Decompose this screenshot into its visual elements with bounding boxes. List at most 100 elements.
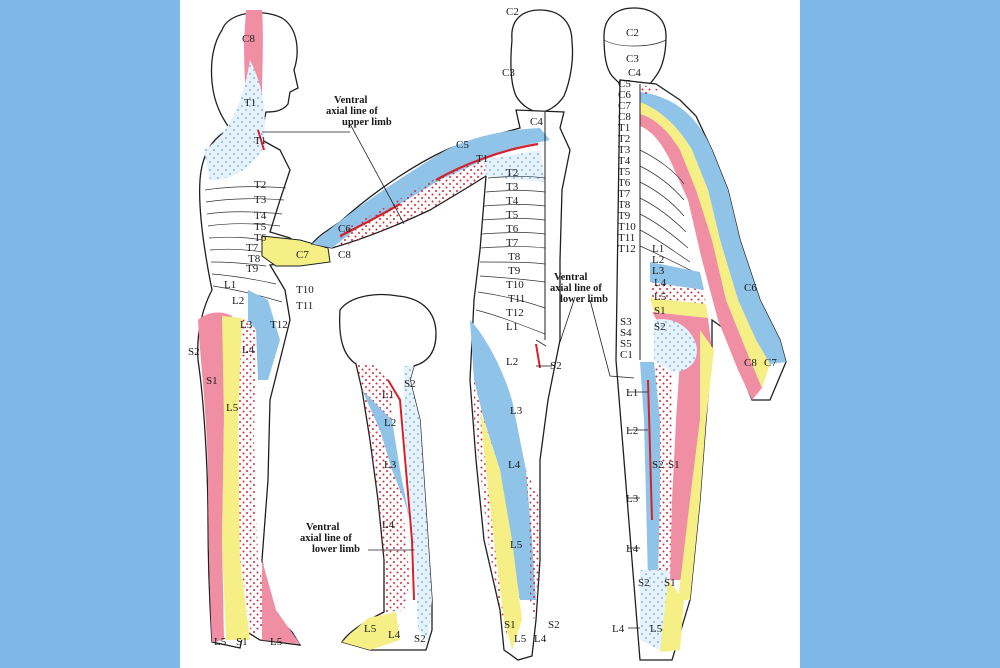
back-label-l5: L5	[650, 623, 663, 635]
side-label-t11: T11	[296, 300, 313, 312]
front-label-t3: T3	[506, 181, 519, 193]
caption-lower-center-line-1: Ventral	[554, 272, 588, 283]
side-label-s1: S1	[236, 636, 248, 648]
back-label-t11: T11	[618, 232, 635, 244]
side-label-t4: T4	[254, 210, 267, 222]
back-label-l1: L1	[652, 243, 664, 255]
caption-lower-leg-line-2: axial line of	[300, 533, 352, 544]
leg-label-s2: S2	[404, 378, 416, 390]
side-label-t10: T10	[296, 284, 314, 296]
front-label-l4: L4	[534, 633, 547, 645]
back-label-s4: S4	[620, 327, 632, 339]
caption-upper-limb: Ventral axial line of upper limb	[326, 95, 392, 128]
front-label-t2: T2	[506, 167, 518, 179]
back-view-figure	[603, 7, 787, 661]
front-label-s2: S2	[548, 619, 560, 631]
side-label-t1: T1	[254, 135, 266, 147]
side-label-l2: L2	[232, 295, 244, 307]
back-label-t3: T3	[618, 144, 631, 156]
back-label-c4: C4	[628, 67, 641, 79]
back-label-t12: T12	[618, 243, 636, 255]
back-label-l4: L4	[654, 277, 667, 289]
side-label-l1: L1	[224, 279, 236, 291]
side-label-t7: T7	[246, 242, 259, 254]
side-label-t5: T5	[254, 221, 267, 233]
back-label-s1: S1	[668, 459, 680, 471]
side-label-t9: T9	[246, 263, 259, 275]
side-label-c6: C6	[338, 223, 351, 235]
front-label-t12: T12	[506, 307, 524, 319]
front-label-t8: T8	[508, 251, 521, 263]
back-label-l3: L3	[652, 265, 665, 277]
back-label-t4: T4	[618, 155, 631, 167]
back-label-l3: L3	[626, 493, 639, 505]
front-label-t11: T11	[508, 293, 525, 305]
caption-lower-limb-center: Ventral axial line of lower limb	[550, 272, 608, 305]
back-label-t1: T1	[618, 122, 630, 134]
front-label-l5: L5	[514, 633, 527, 645]
side-view-figure	[197, 10, 331, 649]
front-label-l1: L1	[506, 321, 518, 333]
back-label-c7: C7	[764, 357, 777, 369]
side-label-t2: T2	[254, 179, 266, 191]
back-label-l2: L2	[652, 254, 664, 266]
side-label-c7: C7	[296, 249, 309, 261]
caption-lower-limb-leg: Ventral axial line of lower limb	[300, 522, 360, 555]
back-label-t7: T7	[618, 188, 631, 200]
leg-label-l3: L3	[384, 459, 397, 471]
back-label-t8: T8	[618, 199, 631, 211]
back-label-c6: C6	[744, 282, 757, 294]
back-label-s2: S2	[652, 459, 664, 471]
front-label-s2: S2	[550, 360, 562, 372]
side-label-c8: C8	[338, 249, 351, 261]
back-label-t6: T6	[618, 177, 631, 189]
front-label-l5: L5	[510, 539, 523, 551]
side-label-t6: T6	[254, 232, 267, 244]
side-label-l3: L3	[240, 319, 253, 331]
front-label-c3: C3	[502, 67, 515, 79]
back-labels: C2C3C4C5C6C7C8T1T2T3T4T5T6T7T8T9T10T11T1…	[612, 27, 777, 635]
front-label-s1: S1	[504, 619, 516, 631]
caption-upper-limb-line-1: Ventral	[334, 95, 368, 106]
caption-lower-leg-line-3: lower limb	[312, 544, 360, 555]
front-view-figure	[310, 9, 574, 661]
back-label-l2: L2	[626, 425, 638, 437]
leg-medial-view	[338, 293, 437, 651]
caption-lower-center-line-3: lower limb	[560, 294, 608, 305]
side-label-c8: C8	[242, 33, 255, 45]
back-label-t9: T9	[618, 210, 631, 222]
front-label-t6: T6	[506, 223, 519, 235]
front-label-t4: T4	[506, 195, 519, 207]
back-label-t2: T2	[618, 133, 630, 145]
front-label-c5: C5	[456, 139, 469, 151]
leg-label-l1: L1	[382, 389, 394, 401]
side-label-l4: L4	[242, 344, 255, 356]
back-label-c8: C8	[744, 357, 757, 369]
back-label-l5: L5	[654, 291, 667, 303]
front-label-l4: L4	[508, 459, 521, 471]
back-label-l4: L4	[612, 623, 625, 635]
back-label-s1: S1	[664, 577, 676, 589]
side-label-l5: L5	[226, 402, 239, 414]
front-label-l2: L2	[506, 356, 518, 368]
front-label-t9: T9	[508, 265, 521, 277]
side-label-t1: T1	[244, 97, 256, 109]
caption-lower-center-line-2: axial line of	[550, 283, 602, 294]
side-label-l5: L5	[214, 636, 227, 648]
side-labels: C8T1T1T2T3T4T5T6T7T8T9T10T11T12L1L2L3L4S…	[188, 33, 351, 648]
side-label-t8: T8	[248, 253, 261, 265]
front-label-t5: T5	[506, 209, 519, 221]
front-label-t1: T1	[476, 153, 488, 165]
back-label-s2: S2	[638, 577, 650, 589]
side-label-s2: S2	[188, 346, 200, 358]
back-label-l4: L4	[626, 543, 639, 555]
back-label-c3: C3	[626, 53, 639, 65]
front-labels: C2C3C4C5T1T2T3T4T5T6T7T8T9T10T11T12L1L2L…	[456, 6, 562, 645]
front-label-t7: T7	[506, 237, 519, 249]
front-label-l3: L3	[510, 405, 523, 417]
back-label-c2: C2	[626, 27, 639, 39]
back-label-t5: T5	[618, 166, 631, 178]
back-label-c8: C8	[618, 111, 631, 123]
leg-label-l4: L4	[382, 519, 395, 531]
